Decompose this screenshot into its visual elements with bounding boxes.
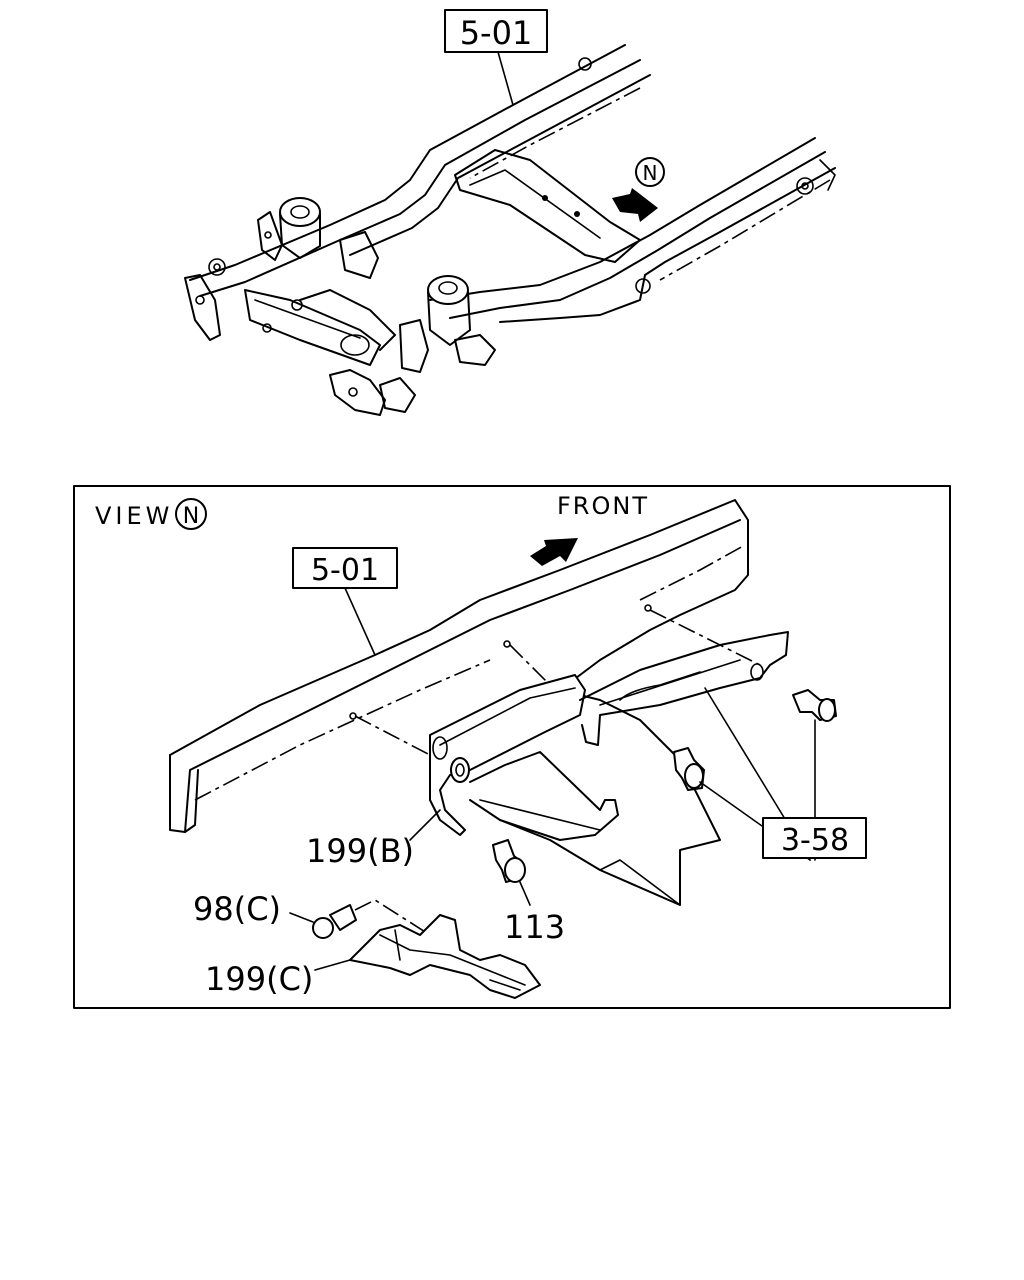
cross-member [454, 149, 641, 263]
callout-199b-leader [409, 809, 441, 841]
view-n-frame [73, 485, 951, 1009]
front-arrow [530, 538, 578, 566]
frame-leader-line [344, 587, 376, 656]
bolt-113[interactable] [492, 839, 526, 883]
callout-199c: 199(C) [205, 960, 313, 998]
bracket-199b[interactable] [429, 631, 789, 841]
callout-199c-leader [314, 959, 351, 971]
view-direction-arrow [612, 188, 658, 222]
view-n-panel: VIEW N FRONT 5-01 [73, 485, 951, 1009]
view-caption-text: VIEW [95, 502, 173, 530]
frame-ref-box[interactable]: 5-01 [292, 547, 398, 589]
overview-ref-label: 5-01 [460, 14, 533, 52]
callout-113: 113 [504, 908, 565, 946]
view-n-indicator[interactable]: N [612, 157, 665, 222]
right-frame-rail [429, 137, 836, 323]
front-indicator: FRONT [530, 492, 649, 566]
bolt-98c[interactable] [312, 904, 357, 939]
left-frame-rail [189, 44, 651, 297]
callout-98c-leader [289, 912, 314, 923]
view-n-marker-detail: N [183, 504, 199, 529]
bracket-199c[interactable] [349, 914, 541, 999]
callout-98c: 98(C) [193, 890, 281, 928]
front-label: FRONT [557, 492, 649, 520]
bolts-3-58[interactable] [673, 689, 837, 791]
chassis-overview: 5-01 [184, 9, 836, 416]
overview-leader-line [497, 51, 514, 106]
bolts-ref-label: 3-58 [781, 823, 849, 858]
front-suspension [184, 197, 496, 416]
bolts-ref-box[interactable]: 3-58 [762, 817, 867, 859]
overview-ref-box[interactable]: 5-01 [444, 9, 548, 53]
bolt-113-leader [519, 881, 531, 906]
view-n-marker-top: N [643, 161, 658, 185]
callout-199b: 199(B) [306, 832, 414, 870]
view-n-caption: VIEW N [95, 498, 207, 530]
bolt-98c-axis [354, 899, 431, 936]
frame-ref-label: 5-01 [311, 553, 379, 588]
frame-rail-detail [169, 499, 761, 906]
